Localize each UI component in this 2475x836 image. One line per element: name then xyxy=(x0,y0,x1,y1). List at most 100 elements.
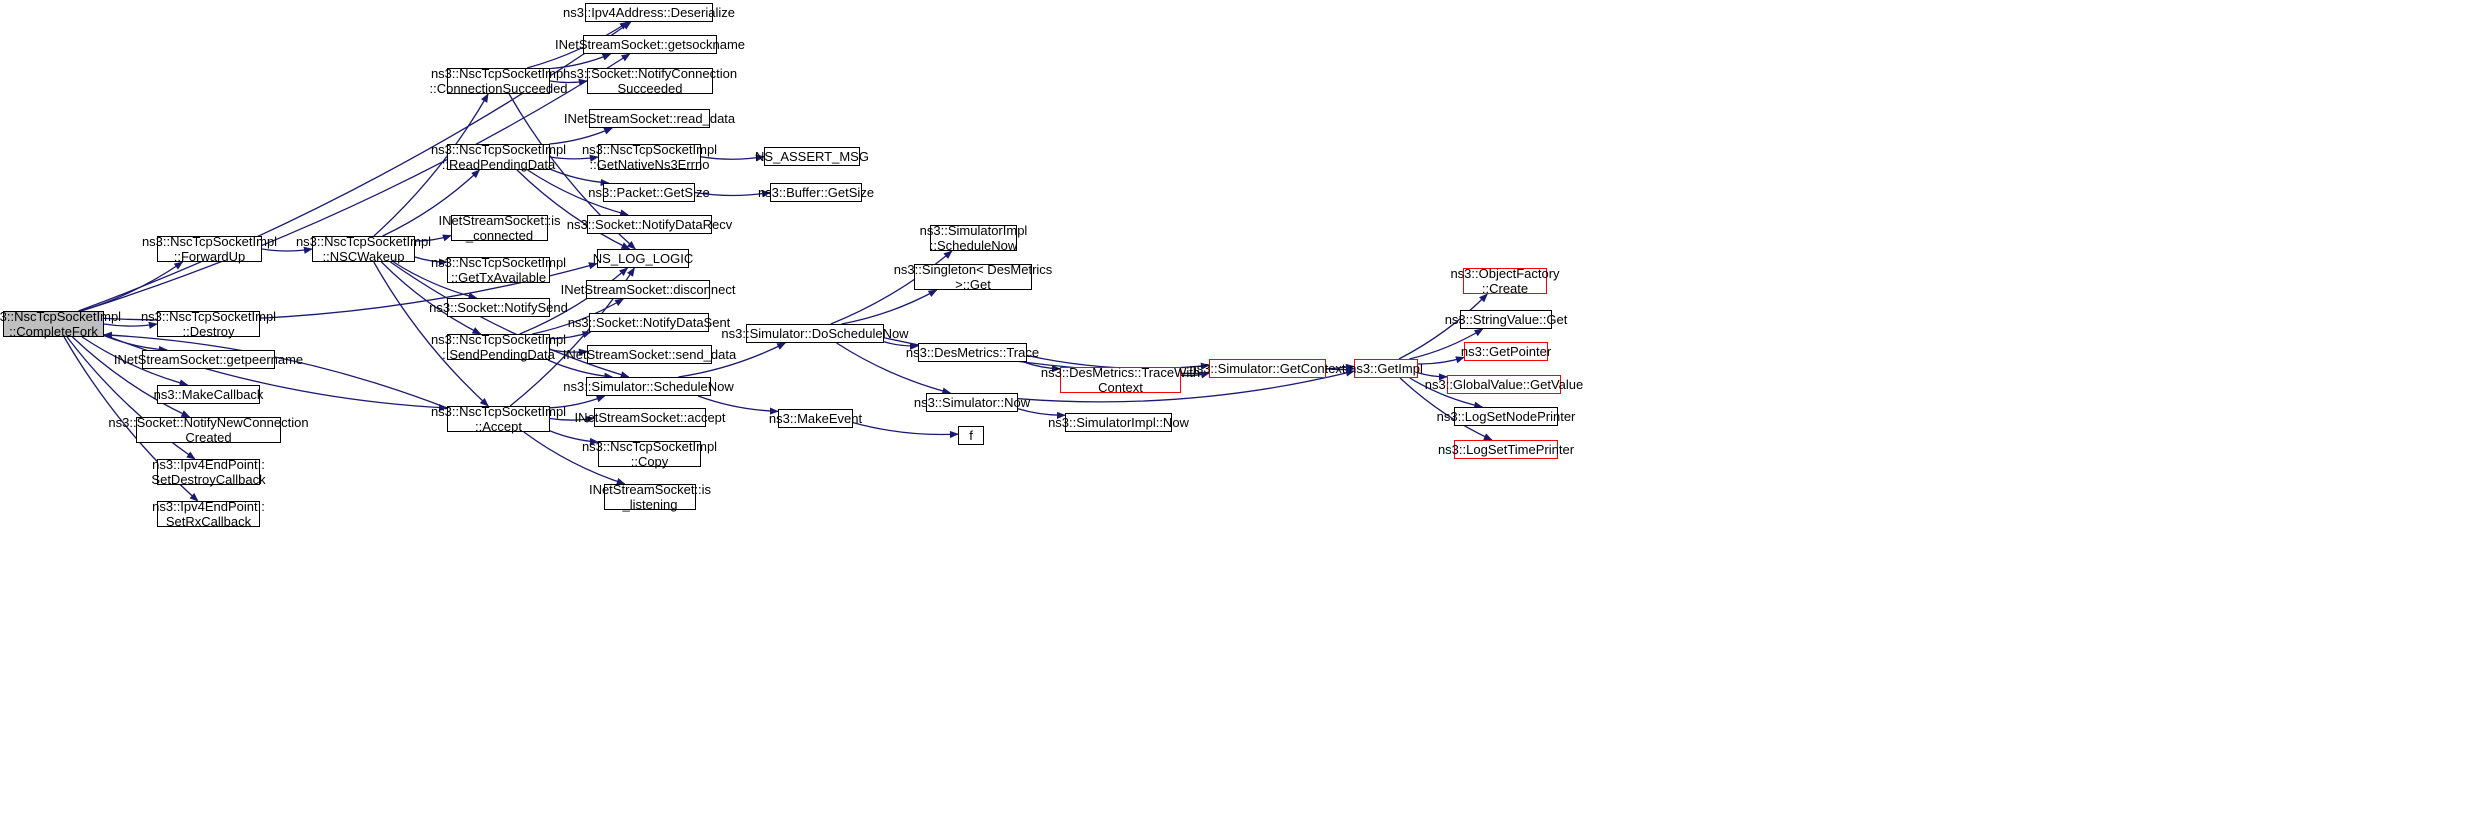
node-read-pending[interactable]: ns3::NscTcpSocketImpl ::ReadPendingData xyxy=(430,142,567,172)
edge-get-impl-to-log-set-node-printer xyxy=(1409,377,1484,409)
node-trace-with-context[interactable]: ns3::DesMetrics::TraceWith Context xyxy=(1040,365,1201,395)
node-get-impl[interactable]: ns3::GetImpl xyxy=(1349,359,1423,378)
node-set-rx-cb[interactable]: ns3::Ipv4EndPoint:: SetRxCallback xyxy=(152,499,265,529)
node-ns-assert-msg[interactable]: NS_ASSERT_MSG xyxy=(755,147,869,166)
node-notify-conn-succeeded[interactable]: ns3::Socket::NotifyConnection Succeeded xyxy=(562,66,738,96)
node-read-data[interactable]: INetStreamSocket::read_data xyxy=(563,109,736,128)
node-destroy[interactable]: ns3::NscTcpSocketImpl ::Destroy xyxy=(140,309,277,339)
node-buffer-getsize[interactable]: ns3::Buffer::GetSize xyxy=(757,183,875,202)
edge-get-errno-to-ns-assert-msg xyxy=(700,154,765,162)
node-simimpl-now[interactable]: ns3::SimulatorImpl::Now xyxy=(1048,413,1189,432)
edge-read-pending-to-read-data xyxy=(549,127,614,145)
edge-schedule-now-to-make-event xyxy=(697,395,779,415)
edge-simulator-now-to-simimpl-now xyxy=(1017,408,1066,419)
node-disconnect[interactable]: INetStreamSocket::disconnect xyxy=(560,280,736,299)
edge-conn-succeeded-to-notify-conn-succeeded xyxy=(549,78,588,86)
edge-do-schedule-now-to-simulator-now xyxy=(836,342,952,395)
node-log-set-time-printer[interactable]: ns3::LogSetTimePrinter xyxy=(1437,440,1575,459)
edge-get-impl-to-log-set-time-printer xyxy=(1399,377,1493,441)
edge-get-impl-to-string-value-get xyxy=(1409,328,1484,360)
edge-get-impl-to-object-factory-create xyxy=(1398,293,1488,360)
edge-nsc-wakeup-to-notify-send xyxy=(393,261,478,300)
edge-do-schedule-now-to-desmetrics-trace xyxy=(883,341,919,350)
edge-conn-succeeded-to-getsockname xyxy=(549,53,612,70)
edge-complete-fork-to-deserialize xyxy=(78,21,632,312)
node-nsc-wakeup[interactable]: ns3::NscTcpSocketImpl ::NSCWakeup xyxy=(295,234,432,264)
edge-read-pending-to-notify-data-recv xyxy=(527,169,630,217)
node-deserialize[interactable]: ns3::Ipv4Address::Deserialize xyxy=(563,3,735,22)
node-getsockname[interactable]: INetStreamSocket::getsockname xyxy=(554,35,746,54)
node-do-schedule-now[interactable]: ns3::Simulator::DoScheduleNow xyxy=(721,324,909,343)
node-complete-fork[interactable]: ns3::NscTcpSocketImpl ::CompleteFork xyxy=(0,309,122,339)
edge-accept-impl-to-inet-accept xyxy=(549,415,595,423)
edge-complete-fork-to-notify-new-conn xyxy=(72,336,191,418)
edge-complete-fork-to-forward-up xyxy=(80,261,184,312)
edge-complete-fork-to-make-callback xyxy=(81,336,189,387)
edge-send-pending-to-disconnect xyxy=(532,298,625,335)
node-schedule-now[interactable]: ns3::Simulator::ScheduleNow xyxy=(563,377,734,396)
edge-read-pending-to-ns-log-logic xyxy=(516,169,631,250)
node-accept-impl[interactable]: ns3::NscTcpSocketImpl ::Accept xyxy=(430,404,567,434)
node-getpeername[interactable]: INetStreamSocket::getpeername xyxy=(113,350,304,369)
edge-simulator-now-to-get-impl xyxy=(1017,369,1355,403)
node-get-pointer[interactable]: ns3::GetPointer xyxy=(1460,342,1552,361)
node-notify-data-sent[interactable]: ns3::Socket::NotifyDataSent xyxy=(567,313,731,332)
node-notify-new-conn[interactable]: ns3::Socket::NotifyNewConnection Created xyxy=(108,415,309,445)
node-object-factory-create[interactable]: ns3::ObjectFactory ::Create xyxy=(1450,266,1560,296)
node-copy[interactable]: ns3::NscTcpSocketImpl ::Copy xyxy=(581,439,718,469)
edge-nsc-wakeup-to-send-pending xyxy=(380,261,482,335)
node-simulator-now[interactable]: ns3::Simulator::Now xyxy=(913,393,1031,412)
edge-nsc-wakeup-to-schedule-now xyxy=(390,261,630,379)
edge-forward-up-to-nsc-wakeup xyxy=(261,246,313,254)
edge-do-schedule-now-to-singleton-get xyxy=(841,289,938,325)
node-set-destroy-cb[interactable]: ns3::Ipv4EndPoint:: SetDestroyCallback xyxy=(151,457,266,487)
node-get-context[interactable]: ns3::Simulator::GetContext xyxy=(1189,359,1346,378)
node-is-listening[interactable]: INetStreamSocket::is _listening xyxy=(588,482,712,512)
node-notify-send[interactable]: ns3::Socket::NotifySend xyxy=(429,298,568,317)
edge-get-impl-to-get-pointer xyxy=(1417,356,1465,365)
node-get-errno[interactable]: ns3::NscTcpSocketImpl ::GetNativeNs3Errn… xyxy=(581,142,718,172)
edge-accept-impl-to-is-listening xyxy=(523,431,626,485)
edge-nsc-wakeup-to-read-pending xyxy=(382,169,481,237)
node-get-tx-available[interactable]: ns3::NscTcpSocketImpl ::GetTxAvailable xyxy=(430,255,567,285)
node-singleton-get[interactable]: ns3::Singleton< DesMetrics >::Get xyxy=(893,262,1053,292)
node-conn-succeeded[interactable]: ns3::NscTcpSocketImpl ::ConnectionSuccee… xyxy=(429,66,568,96)
edge-accept-impl-to-copy xyxy=(549,430,599,446)
edge-nsc-wakeup-to-accept-impl xyxy=(373,261,489,407)
edge-complete-fork-to-destroy xyxy=(103,321,158,329)
node-log-set-node-printer[interactable]: ns3::LogSetNodePrinter xyxy=(1436,407,1576,426)
edge-read-pending-to-get-errno xyxy=(549,154,599,162)
node-make-event[interactable]: ns3::MakeEvent xyxy=(768,409,863,428)
node-notify-data-recv[interactable]: ns3::Socket::NotifyDataRecv xyxy=(566,215,733,234)
node-inet-accept[interactable]: INetStreamSocket::accept xyxy=(574,408,726,427)
node-make-callback[interactable]: ns3::MakeCallback xyxy=(153,385,264,404)
node-string-value-get[interactable]: ns3::StringValue::Get xyxy=(1444,310,1568,329)
node-send-data[interactable]: INetStreamSocket::send_data xyxy=(562,345,737,364)
edge-packet-getsize-to-buffer-getsize xyxy=(694,190,771,198)
edge-accept-impl-to-schedule-now xyxy=(549,395,606,409)
node-f[interactable]: f xyxy=(958,426,984,445)
edge-make-event-to-f xyxy=(852,421,959,439)
node-is-connected[interactable]: INetStreamSocket::is _connected xyxy=(438,213,561,243)
edge-nsc-wakeup-to-get-tx-available xyxy=(414,256,448,266)
node-forward-up[interactable]: ns3::NscTcpSocketImpl ::ForwardUp xyxy=(141,234,278,264)
edge-do-schedule-now-to-simimpl-schedule-now xyxy=(830,250,953,325)
edge-send-pending-to-notify-data-sent xyxy=(549,331,592,340)
edge-complete-fork-to-set-destroy-cb xyxy=(66,336,196,460)
edge-nsc-wakeup-to-conn-succeeded xyxy=(373,93,489,237)
edge-trace-with-context-to-get-context xyxy=(1180,371,1210,379)
node-ns-log-logic[interactable]: NS_LOG_LOGIC xyxy=(592,249,694,268)
node-packet-getsize[interactable]: ns3::Packet::GetSize xyxy=(588,183,710,202)
edge-accept-impl-to-complete-fork xyxy=(103,331,448,409)
edge-read-pending-to-packet-getsize xyxy=(549,168,610,187)
node-desmetrics-trace[interactable]: ns3::DesMetrics::Trace xyxy=(905,343,1040,362)
edge-conn-succeeded-to-deserialize xyxy=(526,21,629,69)
node-simimpl-schedule-now[interactable]: ns3::SimulatorImpl ::ScheduleNow xyxy=(919,223,1028,253)
edge-send-pending-to-schedule-now xyxy=(547,359,614,380)
edge-send-pending-to-ns-log-logic xyxy=(519,267,629,335)
edge-complete-fork-to-getsockname xyxy=(81,53,631,312)
edge-get-context-to-get-impl xyxy=(1325,366,1355,374)
node-global-value-get[interactable]: ns3::GlobalValue::GetValue xyxy=(1424,375,1584,394)
node-send-pending[interactable]: ns3::NscTcpSocketImpl ::SendPendingData xyxy=(430,332,567,362)
